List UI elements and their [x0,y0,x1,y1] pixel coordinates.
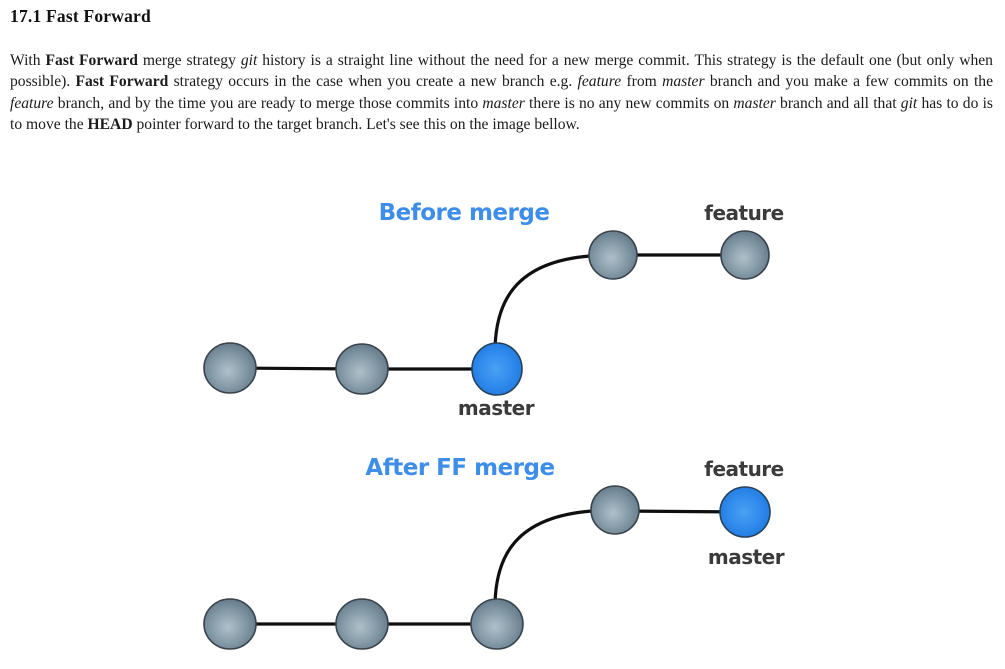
commit-node-gray [588,230,638,280]
text-run: merge strategy [137,52,241,69]
text-run: master [733,94,776,112]
commit-node-gray [335,343,389,395]
text-run: With [10,52,46,69]
after-ff-merge-diagram: After FF merge feature master [203,455,785,650]
text-run: branch, and by the time you are ready to… [53,94,483,112]
text-run: from [621,73,663,91]
text-run: git [240,52,258,69]
commit-node-gray [470,598,524,650]
commit-node-gray [720,230,770,280]
commit-node-blue [471,342,523,396]
section-heading: 17.1 Fast Forward [10,6,151,26]
commit-node-gray [335,598,389,650]
master-branch-label: master [708,545,785,569]
text-run: history is a straight line without the n… [10,52,993,91]
master-branch-label: master [458,396,535,420]
commit-edge [493,509,593,605]
text-run: Fast Forward [45,52,138,69]
commit-node-gray [203,598,257,650]
text-run: git [900,94,918,112]
diagram-title: After FF merge [365,455,554,481]
feature-branch-label: feature [704,201,784,225]
body-paragraph: With Fast Forward merge strategy git his… [10,50,993,136]
text-run: master [482,94,525,112]
text-run: HEAD [87,116,133,134]
text-run: has to do is to move the [10,94,993,134]
text-run: pointer forward to the target branch. Le… [132,116,580,134]
diagram-title: Before merge [379,200,550,226]
text-run: there is no any new commits on [524,94,734,112]
commit-edge [493,254,591,350]
text-run: branch and all that [775,94,901,112]
text-run: Fast Forward [75,73,169,91]
text-run: strategy occurs in the case when you cre… [168,73,578,91]
text-run: feature [577,73,622,91]
commit-node-gray [590,485,640,535]
text-run: master [662,73,705,91]
text-run: branch and you make a few commits on the [704,73,993,91]
text-run: feature [10,94,54,112]
before-merge-diagram: Before merge feature master [203,200,784,420]
commit-node-blue [719,486,771,538]
commit-node-gray [203,342,257,394]
feature-branch-label: feature [704,457,784,481]
